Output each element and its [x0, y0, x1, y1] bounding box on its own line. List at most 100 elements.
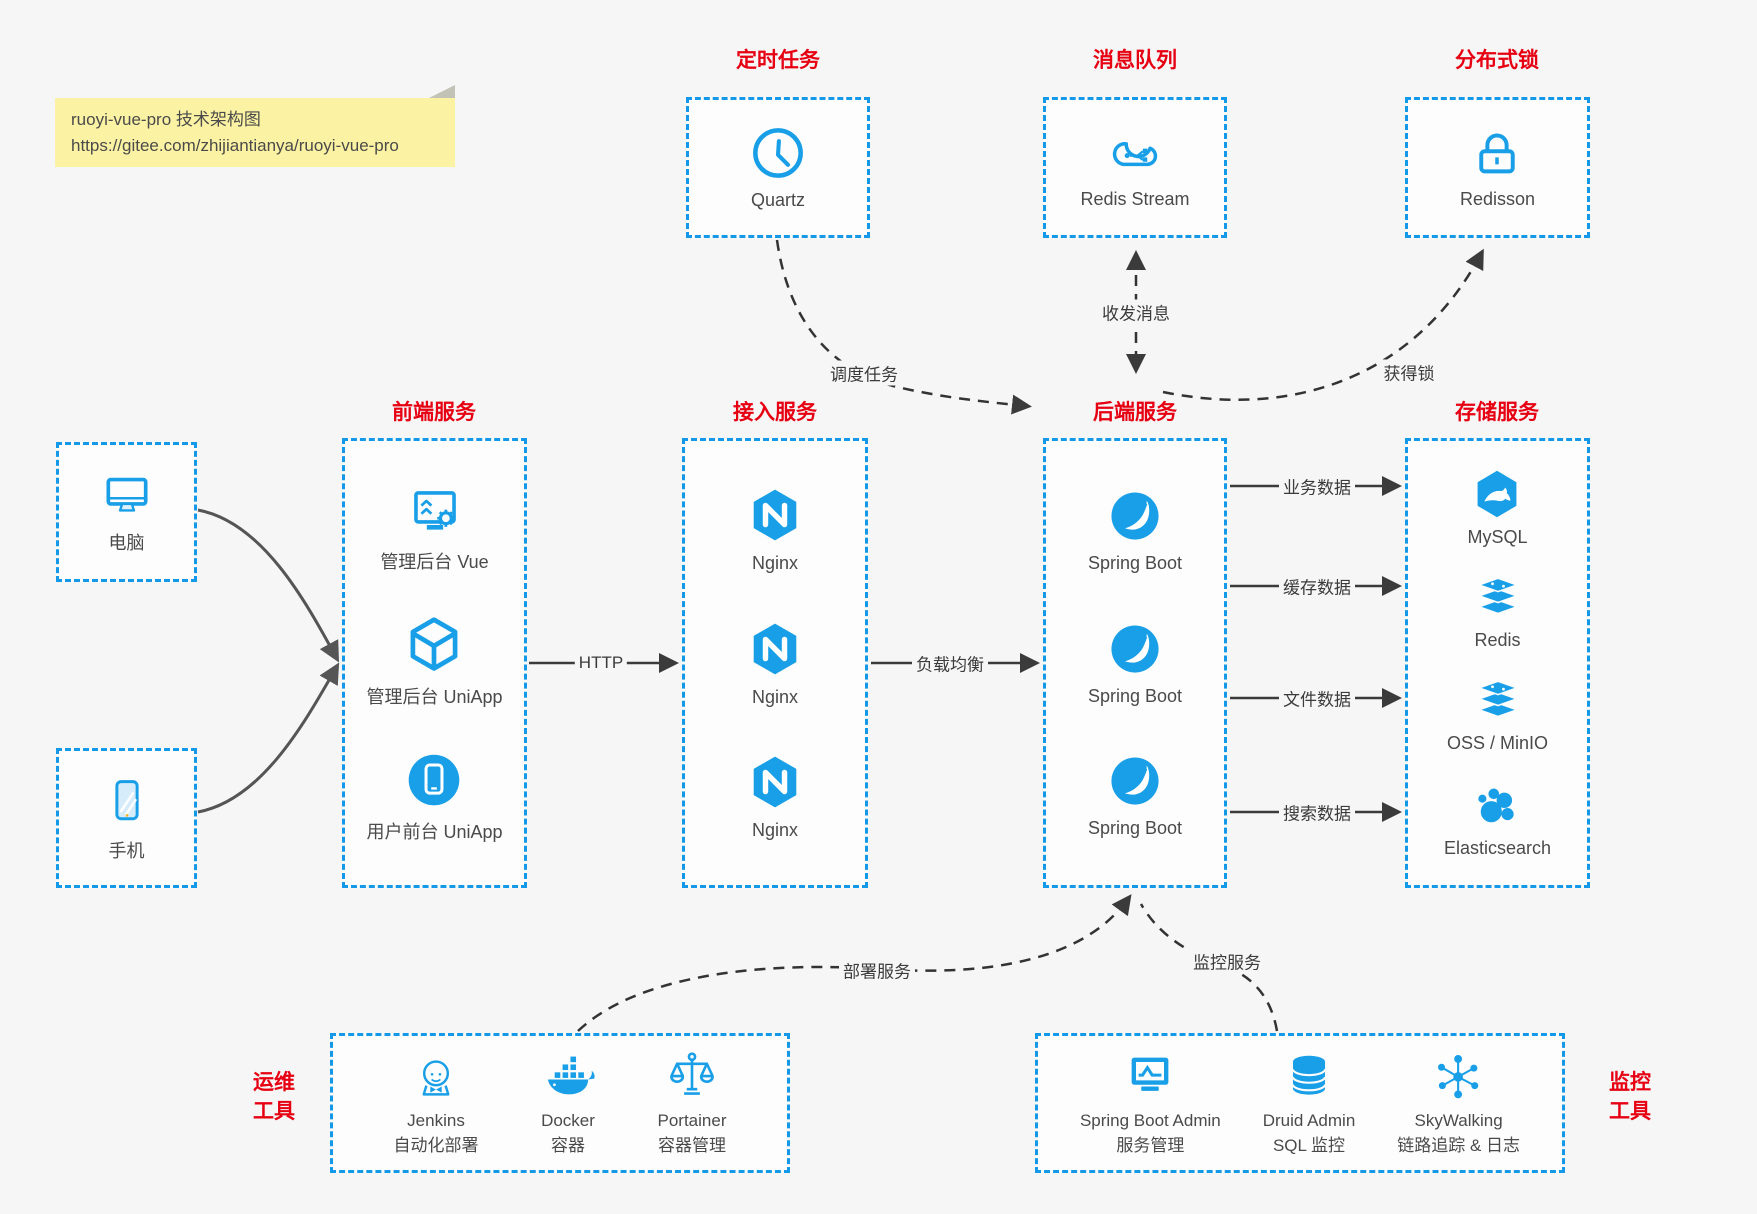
- edge-monitor-service: [1139, 903, 1279, 1032]
- group-title-scheduler: 定时任务: [736, 49, 820, 72]
- node-redisson: Redisson: [1460, 125, 1535, 210]
- group-title-lock: 分布式锁: [1455, 49, 1539, 72]
- node-admin-uniapp: 管理后台 UniApp: [366, 615, 503, 709]
- node-nginx-2: Nginx: [746, 619, 804, 708]
- node-label: Redis: [1474, 630, 1521, 650]
- cloud-stream-icon: [1112, 142, 1158, 167]
- node-mysql: MySQL: [1467, 467, 1528, 548]
- edge-label-load-balance: 负载均衡: [912, 650, 988, 676]
- gateway-box: Nginx Nginx Nginx: [682, 438, 868, 888]
- group-title-frontend: 前端服务: [392, 401, 476, 424]
- node-springboot-2: Spring Boot: [1088, 620, 1182, 707]
- spring-icon: [1111, 624, 1159, 673]
- edge-label-business-data: 业务数据: [1279, 473, 1355, 499]
- node-druid-admin: Druid Admin SQL 监控: [1263, 1048, 1355, 1159]
- edge-label-cache-data: 缓存数据: [1279, 573, 1355, 599]
- node-label: 电脑: [108, 533, 145, 553]
- node-label: Docker 容器: [541, 1110, 595, 1156]
- node-pc: 电脑: [97, 469, 157, 555]
- admin-vue-icon: [413, 491, 456, 530]
- phone-icon: [114, 780, 139, 821]
- edge-label-schedule: 调度任务: [826, 360, 902, 386]
- node-springboot-1: Spring Boot: [1088, 487, 1182, 574]
- node-label: Nginx: [751, 686, 799, 707]
- node-label: Portainer 容器管理: [657, 1110, 727, 1156]
- node-jenkins: Jenkins 自动化部署: [394, 1048, 479, 1159]
- node-label: 管理后台 UniApp: [366, 687, 503, 707]
- note-title: ruoyi-vue-pro 技术架构图: [71, 110, 261, 129]
- note-url: https://gitee.com/zhijiantianya/ruoyi-vu…: [71, 135, 399, 155]
- group-title-backend: 后端服务: [1093, 401, 1177, 424]
- backend-box: Spring Boot Spring Boot Spring Boot: [1043, 438, 1227, 888]
- edge-pc-to-frontend: [197, 508, 340, 663]
- node-label: Nginx: [751, 819, 799, 840]
- node-redis-stream: Redis Stream: [1080, 125, 1190, 210]
- node-label: Jenkins 自动化部署: [393, 1110, 479, 1156]
- desktop-icon: [105, 477, 148, 512]
- portainer-icon: [670, 1051, 714, 1095]
- node-springboot-admin: Spring Boot Admin 服务管理: [1080, 1048, 1221, 1159]
- group-title-mq: 消息队列: [1093, 49, 1177, 72]
- elasticsearch-icon: [1478, 788, 1515, 823]
- node-quartz: Quartz: [749, 124, 807, 211]
- node-label: Quartz: [750, 190, 806, 210]
- edge-phone-to-frontend: [197, 662, 340, 814]
- scheduler-group-box: Quartz: [686, 97, 870, 238]
- clock-icon: [753, 128, 803, 178]
- node-label: 管理后台 Vue: [380, 552, 489, 572]
- node-label: 手机: [108, 841, 145, 861]
- group-title-gateway: 接入服务: [733, 401, 817, 424]
- node-docker: Docker 容器: [539, 1048, 597, 1159]
- node-label: Spring Boot: [1087, 552, 1183, 573]
- node-nginx-1: Nginx: [746, 485, 804, 574]
- redis-icon: [1476, 577, 1519, 615]
- edge-label-deploy: 部署服务: [839, 957, 915, 983]
- node-label: Elasticsearch: [1443, 838, 1552, 858]
- storage-box: MySQL Redis: [1405, 438, 1590, 888]
- node-label: Redisson: [1459, 189, 1536, 209]
- lock-icon: [1479, 133, 1516, 174]
- node-label: Spring Boot: [1087, 685, 1183, 706]
- group-title-monitor: 监控 工具: [1609, 1071, 1651, 1124]
- node-label: Nginx: [751, 553, 799, 574]
- skywalking-icon: [1437, 1054, 1478, 1098]
- node-label: 用户前台 UniApp: [366, 822, 503, 842]
- edge-label-get-lock: 获得锁: [1379, 359, 1439, 385]
- node-admin-vue: 管理后台 Vue: [380, 482, 489, 574]
- node-label: SkyWalking 链路追踪 & 日志: [1397, 1110, 1521, 1156]
- client-pc-box: 电脑: [56, 442, 197, 582]
- group-title-ops: 运维 工具: [253, 1071, 295, 1124]
- node-user-uniapp: 用户前台 UniApp: [366, 750, 503, 844]
- node-label: Spring Boot Admin 服务管理: [1079, 1110, 1221, 1156]
- node-label: OSS / MinIO: [1446, 733, 1549, 753]
- node-elasticsearch: Elasticsearch: [1444, 780, 1551, 859]
- jenkins-icon: [422, 1059, 450, 1096]
- node-label: MySQL: [1467, 527, 1528, 547]
- lock-group-box: Redisson: [1405, 97, 1590, 238]
- node-label: Redis Stream: [1080, 189, 1190, 209]
- spring-icon: [1111, 757, 1159, 805]
- edge-label-http: HTTP: [574, 653, 628, 673]
- node-redis: Redis: [1471, 574, 1525, 651]
- ops-box: Jenkins 自动化部署 Docker 容器: [330, 1033, 790, 1173]
- client-phone-box: 手机: [56, 748, 197, 888]
- node-skywalking: SkyWalking 链路追踪 & 日志: [1397, 1048, 1520, 1159]
- sba-icon: [1131, 1057, 1169, 1091]
- edge-label-file-data: 文件数据: [1279, 685, 1355, 711]
- edge-label-monitor: 监控服务: [1189, 948, 1265, 974]
- node-label: Spring Boot: [1087, 818, 1183, 839]
- note-fold-corner: [429, 85, 455, 98]
- cube-icon: [411, 617, 458, 671]
- mobile-app-icon: [409, 754, 460, 806]
- docker-icon: [547, 1054, 595, 1094]
- frontend-box: 管理后台 Vue 管理后台 UniApp 用户前台 UniApp: [342, 438, 527, 888]
- edge-label-message: 收发消息: [1098, 299, 1174, 325]
- group-title-storage: 存储服务: [1455, 401, 1539, 424]
- node-portainer: Portainer 容器管理: [657, 1048, 727, 1159]
- edge-get-lock: [1162, 248, 1484, 402]
- mq-group-box: Redis Stream: [1043, 97, 1227, 238]
- node-oss-minio: OSS / MinIO: [1447, 677, 1548, 754]
- mysql-icon: [1478, 470, 1517, 518]
- monitor-box: Spring Boot Admin 服务管理 Druid Admin SQL 监…: [1035, 1033, 1565, 1173]
